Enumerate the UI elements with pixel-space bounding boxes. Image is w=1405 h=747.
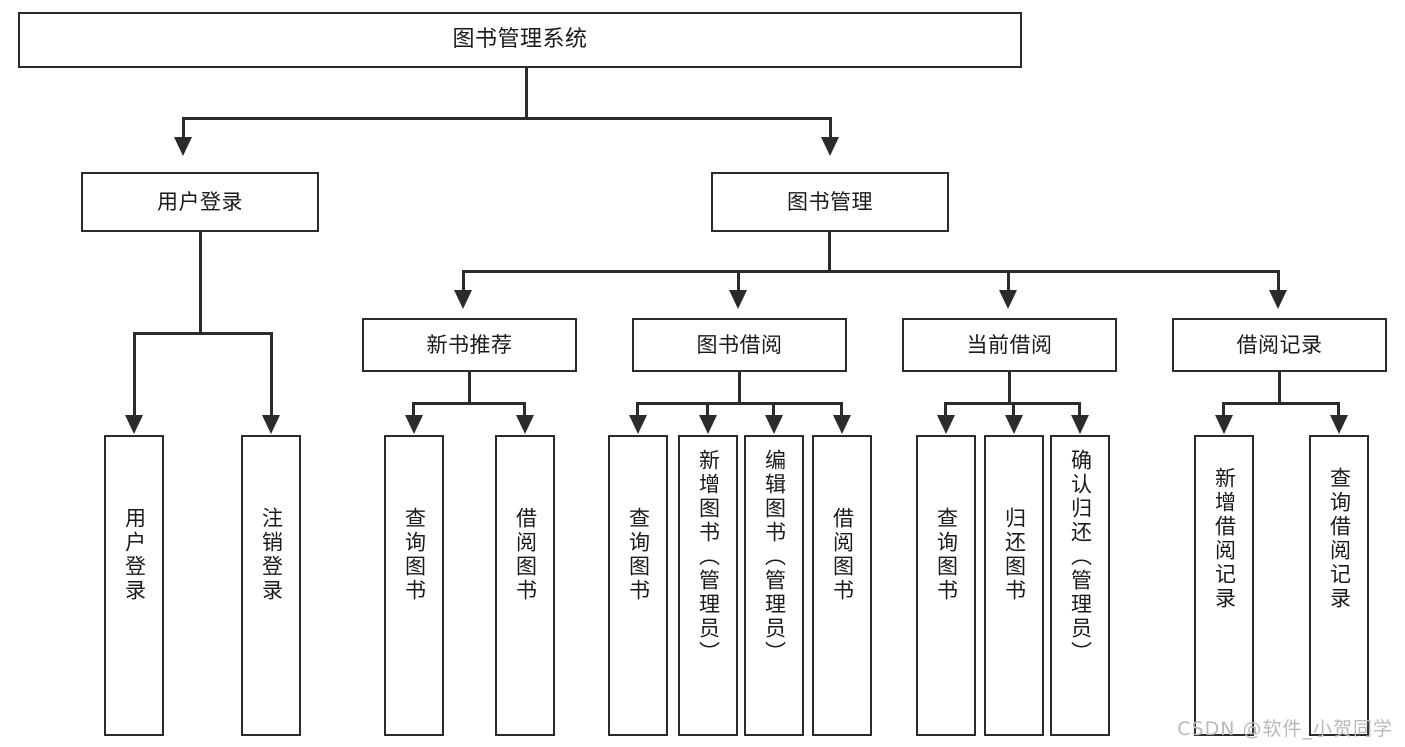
connector-new-book-child-2	[523, 402, 526, 418]
arrowhead-book-manage	[821, 137, 839, 156]
node-label: 确认归还（管理员）	[1068, 449, 1093, 665]
leaf-current-borrow-return[interactable]: 归还图书	[984, 435, 1044, 736]
arrowhead-borrow-record-child-2	[1330, 415, 1348, 434]
leaf-book-borrow-edit[interactable]: 编辑图书（管理员）	[744, 435, 804, 736]
connector-book-borrow-child-4	[840, 402, 843, 418]
connector-new-book-stem	[468, 372, 471, 404]
connector-level1-bus	[182, 117, 832, 120]
connector-borrow-record-stem	[1278, 372, 1281, 404]
node-label: 新增图书（管理员）	[696, 449, 721, 665]
leaf-user-login-logout[interactable]: 注销登录	[241, 435, 301, 736]
connector-root-stem	[525, 68, 528, 119]
connector-current-borrow-child-2	[1012, 402, 1015, 418]
node-root-system[interactable]: 图书管理系统	[18, 12, 1022, 68]
connector-to-user-login	[182, 117, 185, 139]
connector-current-borrow-child-3	[1078, 402, 1081, 418]
arrowhead-user-login	[174, 137, 192, 156]
node-borrow-record[interactable]: 借阅记录	[1172, 318, 1387, 372]
connector-to-current-borrow	[1007, 270, 1010, 292]
leaf-book-borrow-query[interactable]: 查询图书	[608, 435, 668, 736]
node-label: 图书管理	[787, 189, 873, 214]
node-user-login[interactable]: 用户登录	[81, 172, 319, 232]
connector-new-book-bus	[412, 402, 526, 405]
connector-level2-bus	[462, 270, 1280, 273]
node-label: 注销登录	[259, 507, 284, 603]
node-label: 编辑图书（管理员）	[762, 449, 787, 665]
arrowhead-current-borrow-child-3	[1071, 415, 1089, 434]
node-label: 借阅图书	[513, 507, 538, 603]
node-label: 新增借阅记录	[1212, 467, 1237, 611]
connector-borrow-record-child-1	[1222, 402, 1225, 418]
connector-new-book-child-1	[412, 402, 415, 418]
arrowhead-user-login-child-2	[262, 415, 280, 434]
node-label: 查询图书	[402, 507, 427, 603]
arrowhead-borrow-record	[1269, 290, 1287, 309]
connector-borrow-record-child-2	[1337, 402, 1340, 418]
node-label: 查询图书	[626, 507, 651, 603]
connector-book-borrow-stem	[738, 372, 741, 404]
node-label: 当前借阅	[966, 332, 1053, 357]
connector-user-login-stem	[199, 232, 202, 334]
connector-to-borrow-record	[1277, 270, 1280, 292]
node-label: 查询图书	[934, 507, 959, 603]
connector-user-login-child-2	[270, 332, 273, 417]
connector-book-borrow-child-1	[636, 402, 639, 418]
arrowhead-current-borrow-child-1	[937, 415, 955, 434]
node-label: 用户登录	[122, 507, 147, 603]
leaf-borrow-record-add[interactable]: 新增借阅记录	[1194, 435, 1254, 736]
connector-to-book-borrow	[737, 270, 740, 292]
node-current-borrow[interactable]: 当前借阅	[902, 318, 1117, 372]
arrowhead-book-borrow-child-4	[833, 415, 851, 434]
arrowhead-new-book	[454, 290, 472, 309]
arrowhead-new-book-child-2	[516, 415, 534, 434]
arrowhead-book-borrow-child-1	[629, 415, 647, 434]
connector-book-borrow-child-3	[772, 402, 775, 418]
arrowhead-book-borrow-child-2	[699, 415, 717, 434]
connector-to-new-book	[462, 270, 465, 292]
arrowhead-new-book-child-1	[405, 415, 423, 434]
leaf-new-book-query[interactable]: 查询图书	[384, 435, 444, 736]
connector-user-login-bus	[133, 332, 273, 335]
connector-book-borrow-child-2	[706, 402, 709, 418]
node-label: 借阅记录	[1236, 332, 1323, 357]
connector-user-login-child-1	[133, 332, 136, 417]
arrowhead-current-borrow	[999, 290, 1017, 309]
connector-book-manage-stem	[828, 232, 831, 272]
connector-to-book-manage	[829, 117, 832, 139]
leaf-book-borrow-borrow[interactable]: 借阅图书	[812, 435, 872, 736]
node-new-book-recommend[interactable]: 新书推荐	[362, 318, 577, 372]
node-label: 借阅图书	[830, 507, 855, 603]
leaf-user-login-login[interactable]: 用户登录	[104, 435, 164, 736]
connector-current-borrow-child-1	[944, 402, 947, 418]
leaf-borrow-record-query[interactable]: 查询借阅记录	[1309, 435, 1369, 736]
node-label: 查询借阅记录	[1327, 467, 1352, 611]
node-book-borrow[interactable]: 图书借阅	[632, 318, 847, 372]
connector-current-borrow-stem	[1008, 372, 1011, 404]
leaf-current-borrow-query[interactable]: 查询图书	[916, 435, 976, 736]
leaf-book-borrow-add[interactable]: 新增图书（管理员）	[678, 435, 738, 736]
node-label: 图书管理系统	[452, 26, 588, 52]
leaf-current-borrow-confirm[interactable]: 确认归还（管理员）	[1050, 435, 1110, 736]
node-book-management[interactable]: 图书管理	[711, 172, 949, 232]
leaf-new-book-borrow[interactable]: 借阅图书	[495, 435, 555, 736]
arrowhead-user-login-child-1	[125, 415, 143, 434]
watermark-text: CSDN @软件_小贺同学	[1177, 718, 1393, 740]
connector-borrow-record-bus	[1222, 402, 1339, 405]
arrowhead-current-borrow-child-2	[1005, 415, 1023, 434]
connector-book-borrow-bus	[636, 402, 842, 405]
node-label: 图书借阅	[696, 332, 783, 357]
node-label: 归还图书	[1002, 507, 1027, 603]
arrowhead-borrow-record-child-1	[1215, 415, 1233, 434]
node-label: 用户登录	[157, 189, 243, 214]
arrowhead-book-borrow	[729, 290, 747, 309]
arrowhead-book-borrow-child-3	[765, 415, 783, 434]
node-label: 新书推荐	[426, 332, 513, 357]
